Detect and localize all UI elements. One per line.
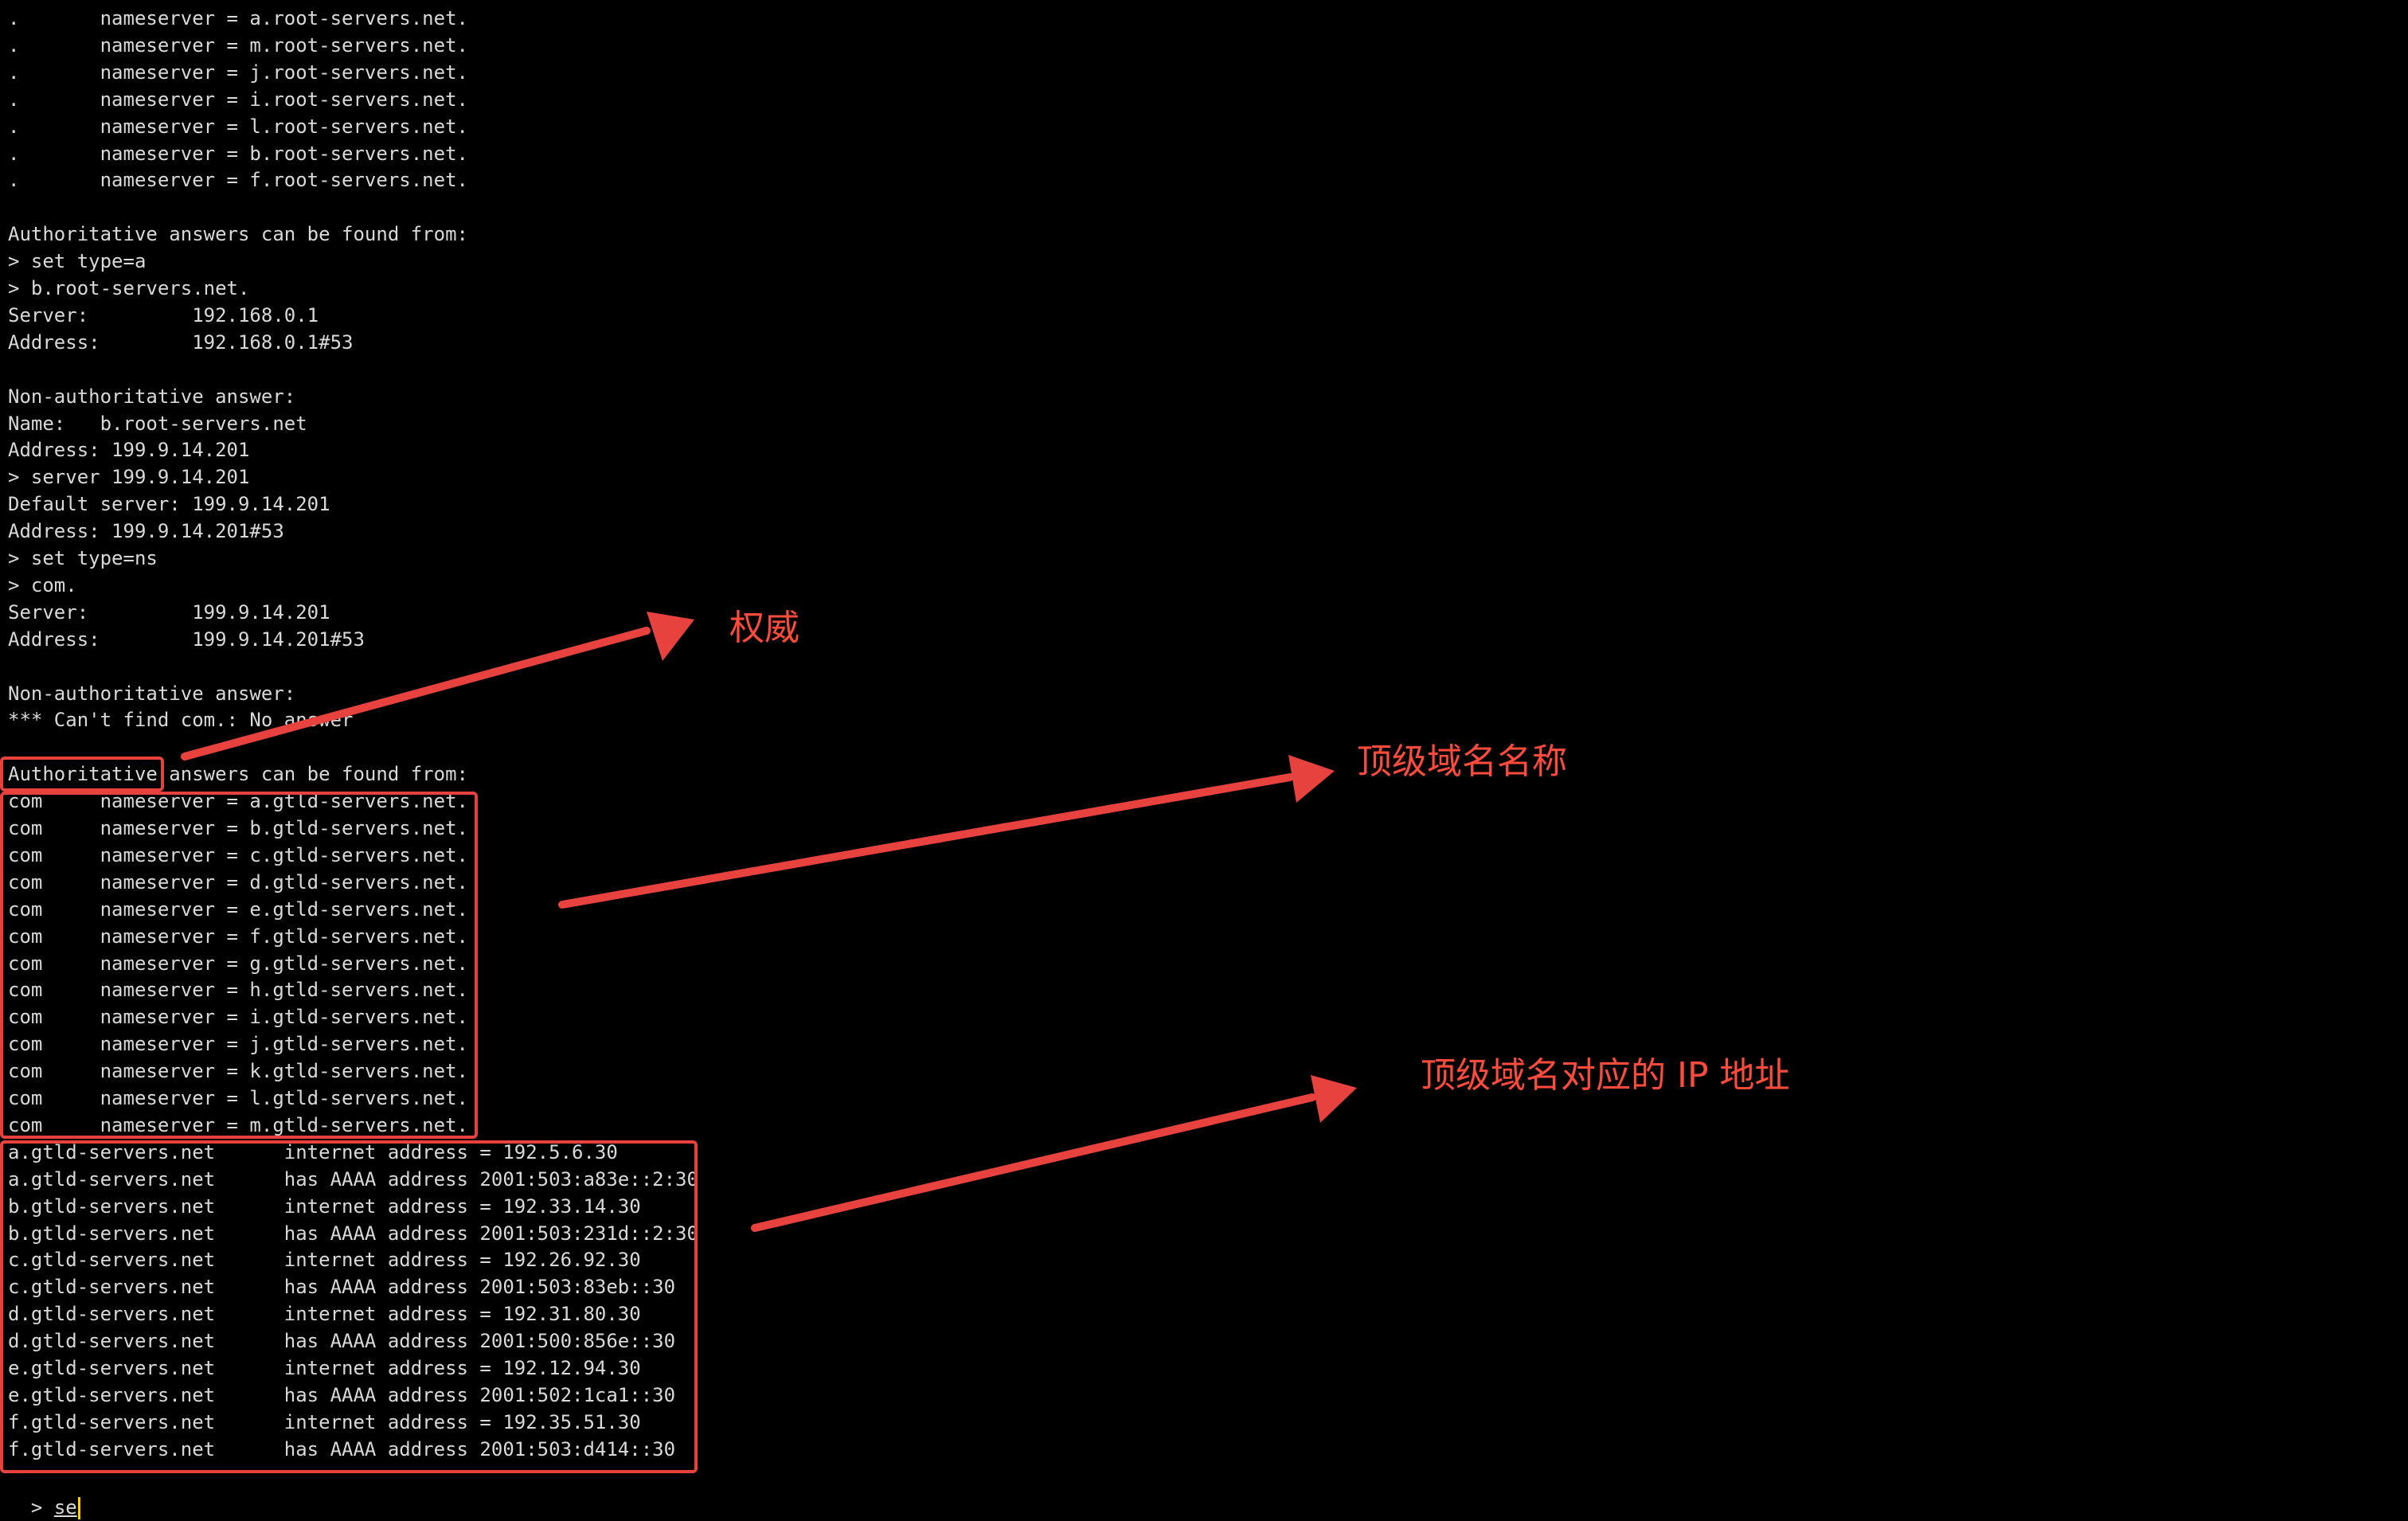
terminal-line: Address: 199.9.14.201#53 [8,520,284,543]
terminal-line: com nameserver = i.gtld-servers.net. [8,1006,468,1029]
terminal-line: com nameserver = f.gtld-servers.net. [8,925,468,948]
terminal-line: e.gtld-servers.net has AAAA address 2001… [8,1383,676,1406]
terminal-line: a.gtld-servers.net has AAAA address 2001… [8,1167,698,1191]
annotation-tld-ip: 顶级域名对应的 IP 地址 [1421,1055,1790,1096]
terminal-line: Name: b.root-servers.net [8,412,307,435]
terminal-line: Authoritative answers can be found from: [8,223,468,246]
annotation-authority: 权威 [729,608,799,648]
terminal-line: . nameserver = f.root-servers.net. [8,169,468,192]
terminal-line: com nameserver = g.gtld-servers.net. [8,952,468,975]
terminal-line: . nameserver = j.root-servers.net. [8,61,468,84]
terminal-line: > set type=a [8,250,147,273]
terminal-line: Default server: 199.9.14.201 [8,493,330,516]
terminal-line: com nameserver = d.gtld-servers.net. [8,870,468,893]
terminal-line: Server: 199.9.14.201 [8,600,330,624]
terminal-line: b.gtld-servers.net internet address = 19… [8,1195,641,1218]
terminal-line: com nameserver = e.gtld-servers.net. [8,897,468,921]
terminal-line: b.gtld-servers.net has AAAA address 2001… [8,1222,698,1245]
terminal-line: > set type=ns [8,547,158,569]
terminal-line: . nameserver = i.root-servers.net. [8,88,468,111]
tld-nameserver-highlight-box [0,792,478,1139]
terminal-line: Address: 192.168.0.1#53 [8,330,354,354]
arrow-tld-ip [751,1075,1357,1232]
terminal-line: com nameserver = l.gtld-servers.net. [8,1087,468,1109]
authoritative-highlight-box [0,757,164,792]
terminal-line: . nameserver = m.root-servers.net. [8,33,468,57]
arrow-authority [181,612,694,760]
terminal-line: com nameserver = k.gtld-servers.net. [8,1060,468,1083]
terminal-line: com nameserver = b.gtld-servers.net. [8,817,468,839]
terminal-line: Authoritative answers can be found from: [8,763,468,786]
terminal-window[interactable]: . nameserver = a.root-servers.net. . name… [8,0,2397,1505]
terminal-line: . nameserver = a.root-servers.net. [8,7,468,29]
terminal-line: Non-authoritative answer: [8,385,296,408]
terminal-line: c.gtld-servers.net has AAAA address 2001… [8,1276,676,1299]
terminal-line: Address: 199.9.14.201#53 [8,628,365,651]
terminal-line: a.gtld-servers.net internet address = 19… [8,1140,618,1163]
terminal-line: Server: 192.168.0.1 [8,303,319,326]
terminal-line: > server 199.9.14.201 [8,466,250,489]
terminal-line: d.gtld-servers.net has AAAA address 2001… [8,1330,676,1353]
terminal-line: com nameserver = h.gtld-servers.net. [8,979,468,1002]
terminal-line: . nameserver = b.root-servers.net. [8,142,468,165]
annotation-tld-name: 顶级域名名称 [1357,741,1567,782]
terminal-line: > b.root-servers.net. [8,277,250,299]
terminal-line: e.gtld-servers.net internet address = 19… [8,1357,641,1379]
terminal-line: d.gtld-servers.net internet address = 19… [8,1303,641,1326]
terminal-line: c.gtld-servers.net internet address = 19… [8,1249,641,1272]
terminal-line: Non-authoritative answer: [8,682,296,705]
tld-ip-highlight-box [0,1140,698,1473]
terminal-line: com nameserver = m.gtld-servers.net. [8,1113,468,1136]
terminal-line: com nameserver = j.gtld-servers.net. [8,1033,468,1056]
terminal-line: f.gtld-servers.net internet address = 19… [8,1410,641,1433]
terminal-line: Address: 199.9.14.201 [8,439,250,462]
terminal-line: . nameserver = l.root-servers.net. [8,115,468,138]
terminal-line: > com. [8,573,77,596]
terminal-line: com nameserver = c.gtld-servers.net. [8,843,468,866]
terminal-line: f.gtld-servers.net has AAAA address 2001… [8,1437,676,1460]
arrow-tld-name [558,755,1335,909]
